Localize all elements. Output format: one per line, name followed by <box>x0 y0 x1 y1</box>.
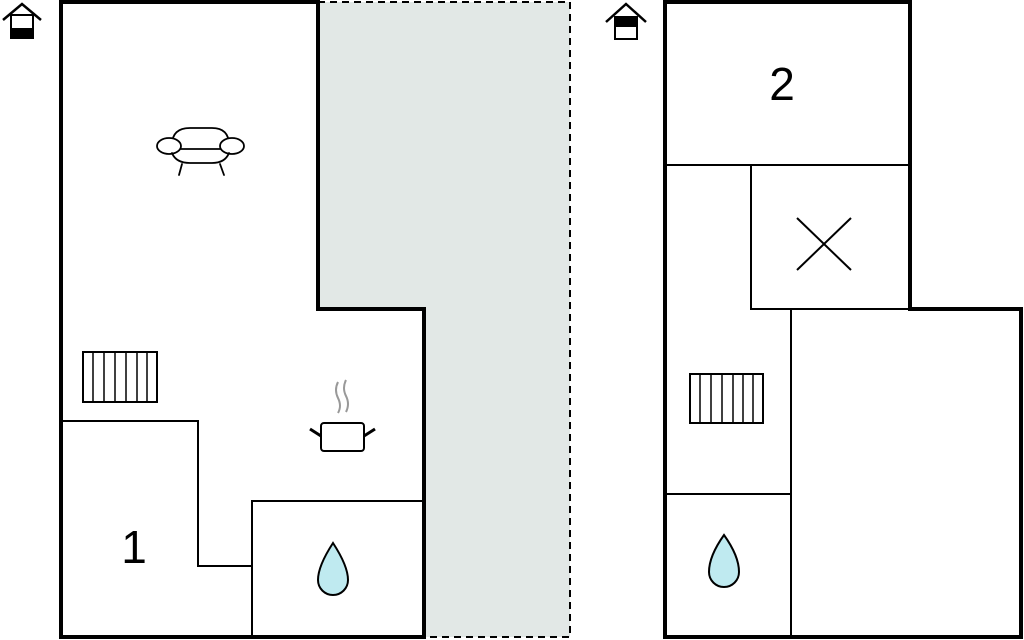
house-ground-floor-icon <box>2 2 42 39</box>
water-drop-icon <box>316 541 350 596</box>
terrace-area <box>318 2 570 637</box>
upper-floor-plan: 2 <box>605 0 1023 639</box>
void-cross-icon <box>796 217 852 271</box>
water-drop-icon <box>707 533 741 588</box>
sofa-icon <box>156 127 245 176</box>
ground-floor-outer-wall <box>59 0 426 639</box>
bedroom-1-wall <box>61 420 252 567</box>
bathroom-wall <box>251 500 424 637</box>
ground-floor-plan: 1 <box>2 0 571 639</box>
room-number-1: 1 <box>121 521 147 573</box>
void-opening <box>750 164 911 310</box>
house-upper-floor-icon <box>605 2 647 40</box>
terrace-boundary <box>318 1 571 638</box>
radiator-icon <box>82 351 158 403</box>
room-number-2: 2 <box>769 58 795 110</box>
cooking-pot-icon <box>309 379 376 452</box>
radiator-icon <box>689 373 764 424</box>
upper-floor-outer-wall <box>663 0 1023 639</box>
